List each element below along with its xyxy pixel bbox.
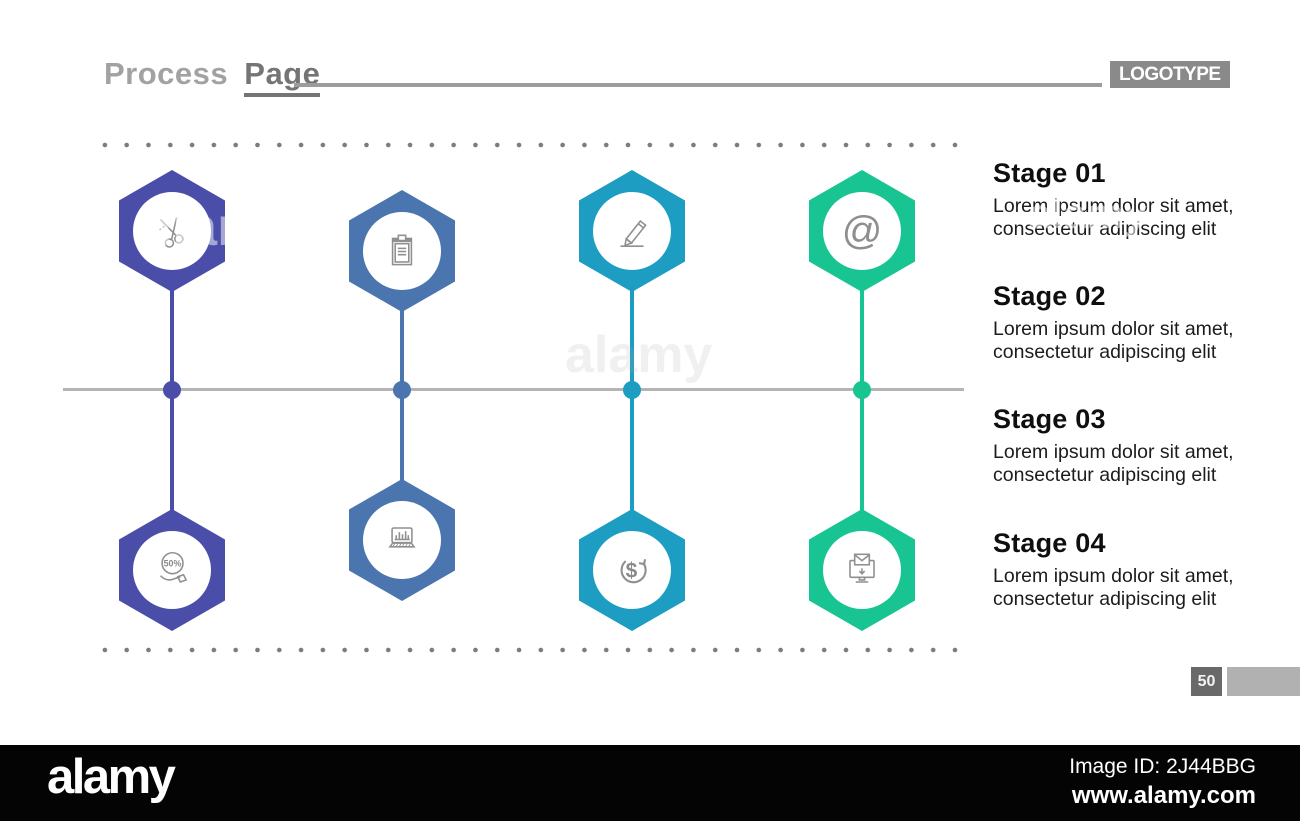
hexagon-stage1-top: [119, 170, 225, 292]
bottom-dotted-divider: [92, 647, 964, 653]
icon-disc: [593, 192, 671, 270]
hexagon-stage4-top: @: [809, 170, 915, 292]
stage-04-block: Stage 04 Lorem ipsum dolor sit amet, con…: [993, 528, 1293, 611]
alamy-url-text: www.alamy.com: [1071, 782, 1256, 809]
email-download-icon: [849, 553, 875, 583]
stage-04-title: Stage 04: [993, 528, 1106, 558]
connector-line-4: [860, 286, 864, 516]
at-sign-icon: @: [841, 209, 883, 253]
stage-02-title: Stage 02: [993, 281, 1106, 311]
icon-disc: @: [823, 192, 901, 270]
page-title-word1: Process: [104, 56, 229, 91]
hexagon-stage3-top: [579, 170, 685, 292]
axis-node-3: [623, 381, 641, 399]
icon-disc: $: [593, 531, 671, 609]
connector-line-1: [170, 286, 174, 516]
hexagon-stage3-bottom: $: [579, 509, 685, 631]
image-id-text: Image ID: 2J44BBG: [1069, 755, 1256, 778]
image-credit: Image ID: 2J44BBG www.alamy.com: [1069, 755, 1256, 810]
svg-text:$: $: [626, 559, 638, 582]
logotype-badge: LOGOTYPE: [1110, 61, 1230, 88]
clipboard-icon: [391, 234, 413, 266]
stage-04-line2: consectetur adipiscing elit: [993, 588, 1217, 610]
stage-01-line1: Lorem ipsum dolor sit amet,: [993, 195, 1234, 217]
hand-50-percent-icon: 50%: [159, 551, 188, 583]
watermark-text: alamy: [565, 326, 713, 384]
top-dotted-divider: [92, 142, 964, 148]
page-number-badge: 50: [1191, 667, 1222, 696]
page-title-word2: Page: [244, 56, 321, 97]
stage-03-line2: consectetur adipiscing elit: [993, 464, 1217, 486]
hexagon-stage1-bottom: 50%: [119, 509, 225, 631]
icon-disc: 50%: [133, 531, 211, 609]
axis-node-4: [853, 381, 871, 399]
alamy-logo: alamy: [47, 750, 176, 804]
hexagon-stage4-bottom: [809, 509, 915, 631]
connector-line-3: [630, 286, 634, 516]
icon-disc: [133, 192, 211, 270]
laptop-chart-icon: [388, 527, 416, 548]
axis-node-2: [393, 381, 411, 399]
stage-01-block: Stage 01 Lorem ipsum dolor sit amet, con…: [993, 158, 1293, 241]
icon-disc: [363, 212, 441, 290]
icon-disc: [823, 531, 901, 609]
stage-02-block: Stage 02 Lorem ipsum dolor sit amet, con…: [993, 281, 1293, 364]
dollar-refresh-icon: $: [620, 559, 647, 584]
footer-bar: alamy Image ID: 2J44BBG www.alamy.com: [0, 745, 1300, 821]
hexagon-stage2-bottom: [349, 479, 455, 601]
stage-03-block: Stage 03 Lorem ipsum dolor sit amet, con…: [993, 404, 1293, 487]
stage-02-line2: consectetur adipiscing elit: [993, 341, 1217, 363]
scissors-icon: [158, 217, 184, 248]
stage-04-line1: Lorem ipsum dolor sit amet,: [993, 565, 1234, 587]
pencil-icon: [620, 219, 647, 247]
page-number-bar: [1227, 667, 1300, 696]
stage-03-line1: Lorem ipsum dolor sit amet,: [993, 441, 1234, 463]
stage-01-title: Stage 01: [993, 158, 1106, 188]
stage-01-line2: consectetur adipiscing elit: [993, 218, 1217, 240]
icon-disc: [363, 501, 441, 579]
svg-text:50%: 50%: [164, 559, 182, 569]
axis-node-1: [163, 381, 181, 399]
page-title: Process Page: [104, 56, 321, 97]
stage-02-line1: Lorem ipsum dolor sit amet,: [993, 318, 1234, 340]
stage-03-title: Stage 03: [993, 404, 1106, 434]
hexagon-stage2-top: [349, 190, 455, 312]
center-axis-line: [63, 388, 964, 391]
title-rule: [294, 83, 1102, 87]
